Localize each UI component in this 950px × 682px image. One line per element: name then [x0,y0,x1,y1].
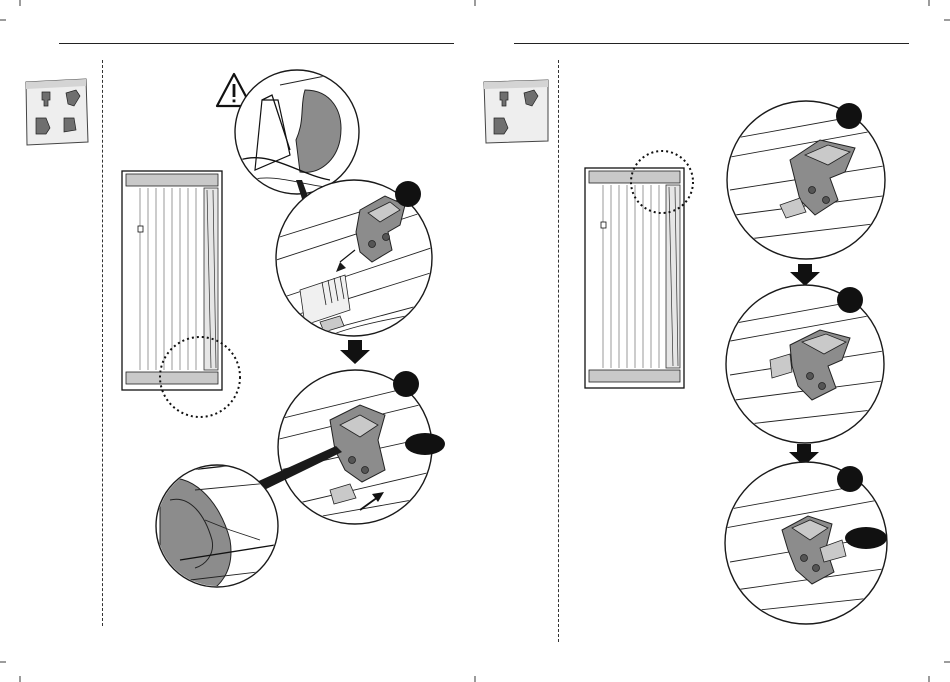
detail-locked-latch [0,0,950,682]
